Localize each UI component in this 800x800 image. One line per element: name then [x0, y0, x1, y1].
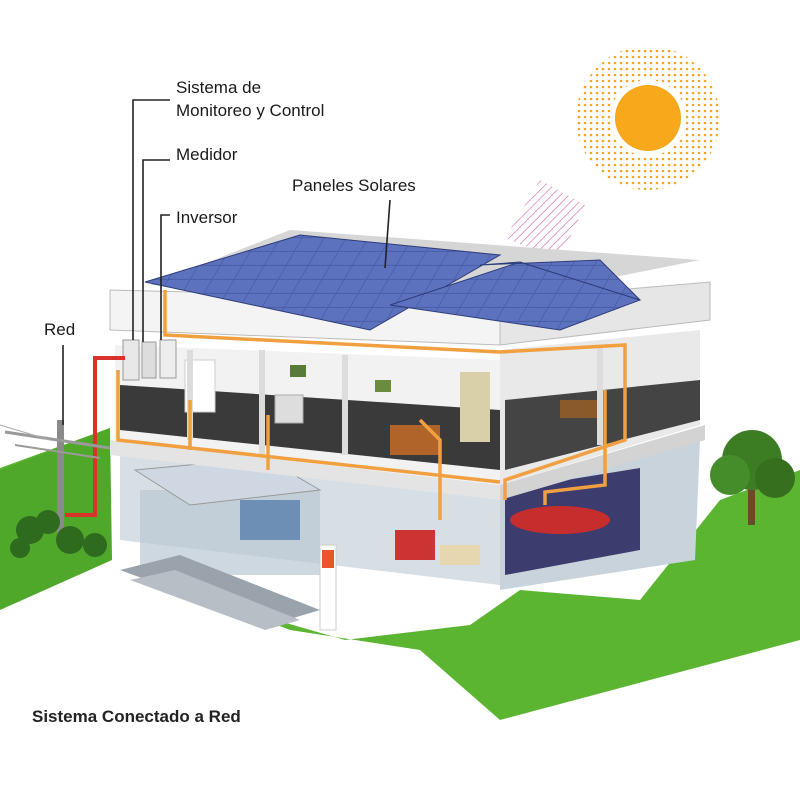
solar-panel-icon — [144, 234, 502, 331]
meter-box — [141, 341, 157, 379]
lawn-front — [0, 560, 620, 745]
monitoring-box — [122, 339, 140, 381]
shrubs — [10, 510, 107, 558]
label-monitoring-line1: Sistema de — [176, 78, 262, 97]
wiring — [116, 290, 627, 520]
utility-pole-icon — [0, 420, 111, 540]
label-solar-panels: Paneles Solares — [292, 176, 416, 195]
lawn — [0, 428, 800, 720]
label-monitoring-line2: Monitoreo y Control — [176, 101, 325, 120]
leader-lines — [62, 99, 391, 425]
label-meter: Medidor — [176, 145, 238, 164]
solar-panel-array-back — [479, 259, 641, 301]
middle-slab — [110, 440, 500, 500]
upper-floor — [115, 330, 700, 485]
sunlight-beam — [505, 180, 585, 260]
label-grid: Red — [44, 320, 76, 339]
label-inverter: Inversor — [176, 208, 238, 227]
diagram-caption: Sistema Conectado a Red — [32, 707, 241, 726]
grid-cable — [65, 356, 125, 517]
tree-icon — [710, 430, 795, 525]
inverter-box — [159, 339, 177, 379]
sun-icon — [576, 46, 720, 190]
